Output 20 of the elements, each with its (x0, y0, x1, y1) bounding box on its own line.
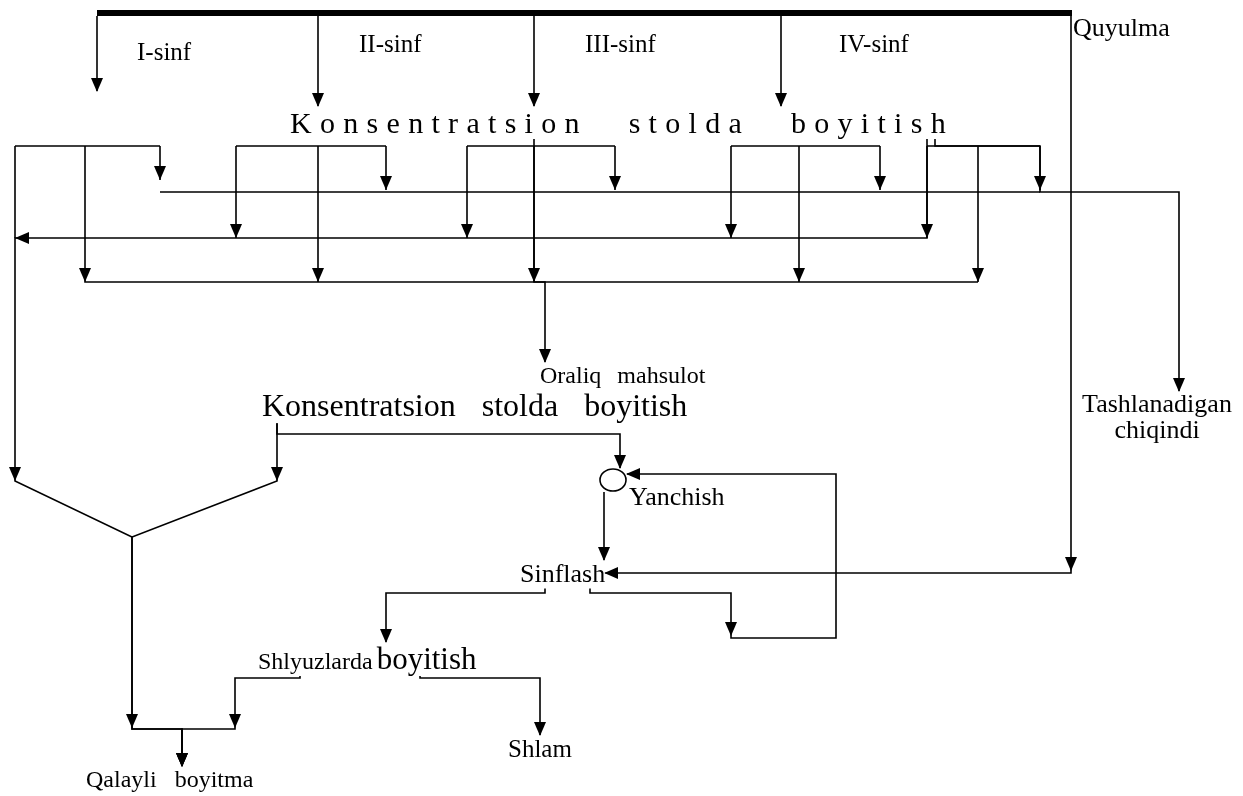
flow-arrow (91, 15, 103, 92)
process-label: Oraliq mahsulot (540, 362, 706, 389)
flow-arrow (419, 675, 546, 736)
stream-label: Yanchish (629, 483, 725, 512)
process-label: Tashlanadigan chiqindi (1081, 391, 1233, 443)
stream-label: Quyulma (1073, 14, 1170, 43)
flow-arrow (312, 15, 324, 107)
process-label: Konsentratsion stolda boyitish (290, 106, 954, 139)
flow-arrow (276, 422, 626, 469)
process-label: Konsentratsion stolda boyitish (262, 388, 688, 424)
flow-arrow (598, 491, 610, 561)
flow-arrow (380, 587, 546, 643)
process-label: Shlam (508, 735, 572, 763)
process-label: Sinflash (520, 560, 606, 589)
process-label: boyitish (376, 642, 477, 677)
flow-arrow (528, 15, 540, 107)
process-label: Qalayli boyitma (86, 766, 254, 793)
feed-bar (97, 10, 1072, 16)
process-label: Shlyuzlarda (258, 648, 373, 675)
flow-arrow (775, 15, 787, 107)
